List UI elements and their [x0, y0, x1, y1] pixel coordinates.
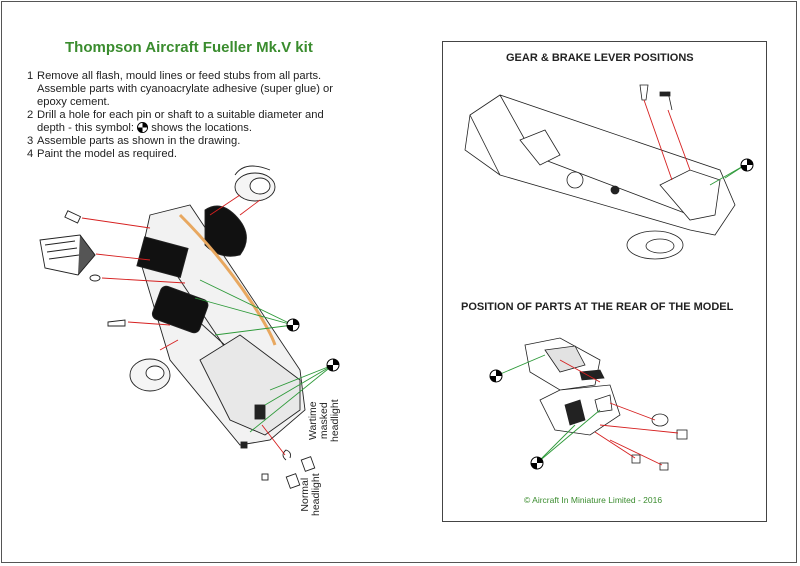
right-panel: GEAR & BRAKE LEVER POSITIONS POSITION OF… — [442, 41, 767, 522]
rear-parts-arrows — [497, 354, 679, 466]
instruction-text: Remove all flash, mould lines or feed st… — [37, 70, 372, 109]
fueller-body-drawing — [39, 165, 316, 489]
wartime-headlight-label: Wartime masked headlight — [307, 399, 341, 442]
instruction-text: Paint the model as required. — [37, 148, 177, 160]
page-title: Thompson Aircraft Fueller Mk.V kit — [65, 39, 313, 56]
instruction-3: 3 Assemble parts as shown in the drawing… — [27, 135, 372, 148]
instruction-1-line-1: Remove all flash, mould lines or feed st… — [37, 70, 322, 82]
instruction-number: 3 — [27, 135, 34, 147]
normal-headlight-label: Normal headlight — [299, 473, 322, 516]
instruction-number: 1 — [27, 70, 34, 82]
instruction-1-line-2: Assemble parts with cyanoacrylate adhesi… — [37, 83, 333, 95]
copyright-notice: © Aircraft In Miniature Limited - 2016 — [524, 495, 663, 505]
gear-brake-lever-drawing — [464, 84, 736, 260]
instruction-2-line-1: Drill a hole for each pin or shaft to a … — [37, 109, 324, 121]
instruction-4: 4 Paint the model as required. — [27, 148, 372, 161]
instruction-text: Assemble parts as shown in the drawing. — [37, 135, 241, 147]
normal-label-line-2: headlight — [310, 473, 322, 516]
drill-symbol-icon — [137, 122, 149, 133]
rear-parts-drawing — [524, 337, 688, 471]
instruction-number: 2 — [27, 109, 34, 121]
gear-brake-heading: GEAR & BRAKE LEVER POSITIONS — [506, 52, 694, 64]
instruction-number: 4 — [27, 148, 34, 160]
instruction-2-line-2b: shows the locations. — [151, 122, 252, 134]
assembly-arrows-red — [81, 194, 286, 456]
instruction-1-line-3: epoxy cement. — [37, 96, 110, 108]
instruction-1: 1 Remove all flash, mould lines or feed … — [27, 70, 372, 109]
drill-location-arrows-green — [194, 279, 334, 433]
instruction-text: Drill a hole for each pin or shaft to a … — [37, 109, 372, 135]
instruction-2: 2 Drill a hole for each pin or shaft to … — [27, 109, 372, 135]
rear-parts-heading: POSITION OF PARTS AT THE REAR OF THE MOD… — [461, 301, 734, 313]
wartime-label-line-3: headlight — [329, 399, 341, 442]
instructions-list: 1 Remove all flash, mould lines or feed … — [27, 70, 372, 161]
instruction-2-line-2a: depth - this symbol: — [37, 122, 135, 134]
